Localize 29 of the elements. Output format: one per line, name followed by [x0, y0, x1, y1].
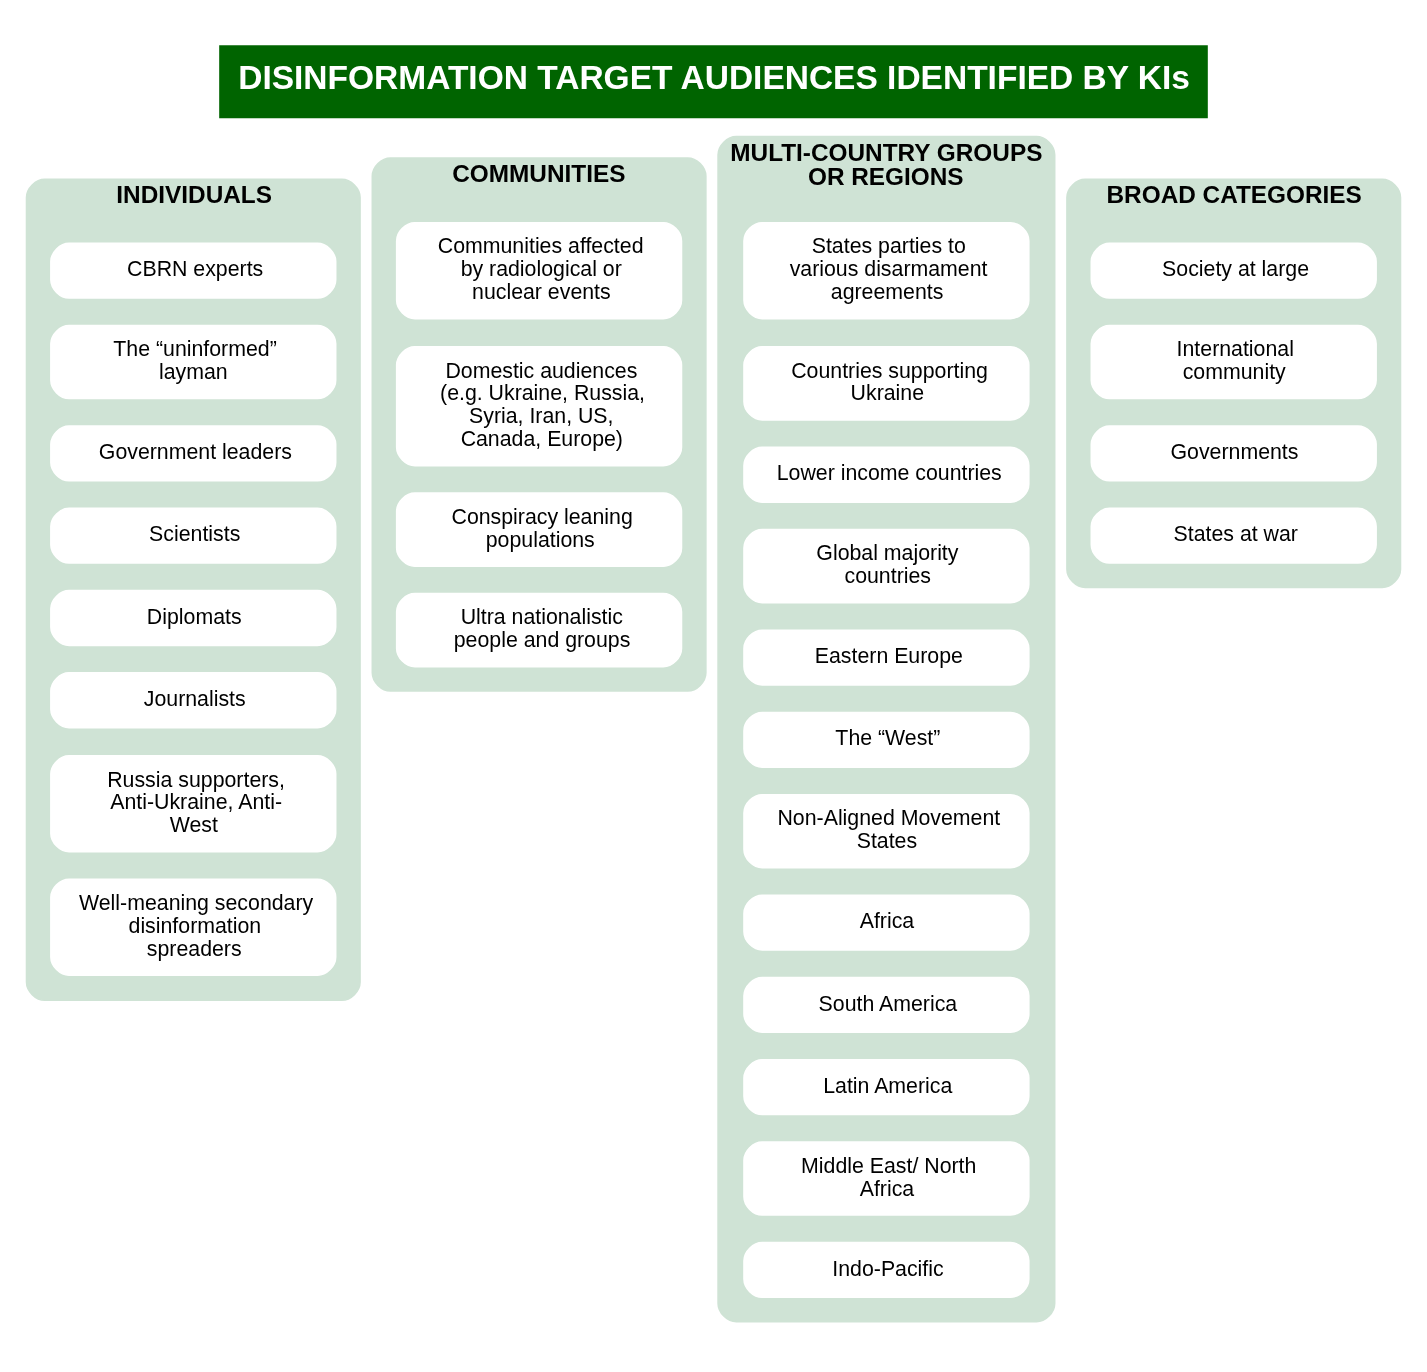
- node-box: Ultra nationalistic people and groups: [395, 592, 683, 667]
- node-box: Global majority countries: [743, 528, 1030, 603]
- node-box: Journalists: [50, 671, 337, 728]
- node-box: Russia supporters, Anti-Ukraine, Anti-West: [50, 754, 337, 853]
- node-box: Diplomats: [50, 589, 337, 646]
- node-box: The “West”: [743, 711, 1030, 768]
- node-box: Society at large: [1090, 241, 1377, 299]
- node-box: States parties to various disarmament agreements: [743, 221, 1030, 319]
- node-box: Middle East/ North Africa: [743, 1140, 1030, 1216]
- node-box: South America: [743, 976, 1030, 1033]
- node-box: Conspiracy leaning populations: [395, 491, 683, 567]
- node-box: The “uninformed” layman: [50, 324, 337, 399]
- node-box: Non-Aligned Movement States: [743, 793, 1030, 869]
- node-box: States at war: [1090, 507, 1377, 564]
- node-box: Indo-Pacific: [743, 1241, 1030, 1298]
- node-box: Countries supporting Ukraine: [743, 345, 1030, 421]
- node-box: Government leaders: [50, 424, 337, 482]
- node-box: CBRN experts: [50, 241, 337, 299]
- node-box: International community: [1090, 324, 1377, 399]
- node-box: Governments: [1090, 424, 1377, 482]
- node-box: Lower income countries: [743, 446, 1030, 503]
- diagram-title: DISINFORMATION TARGET AUDIENCES IDENTIFIED BY KIs: [238, 58, 1190, 96]
- node-box: Eastern Europe: [743, 628, 1030, 686]
- node-box: Domestic audiences (e.g. Ukraine, Russia, Syria, Iran, US, Canada, Europe): [395, 345, 683, 466]
- node-box: Communities affected by radiological or nuclear events: [395, 221, 683, 319]
- node-box: Africa: [743, 893, 1030, 951]
- node-box: Well-meaning secondary disinformation spreaders: [50, 877, 337, 976]
- node-box: Latin America: [743, 1058, 1030, 1115]
- node-box: Scientists: [50, 507, 337, 564]
